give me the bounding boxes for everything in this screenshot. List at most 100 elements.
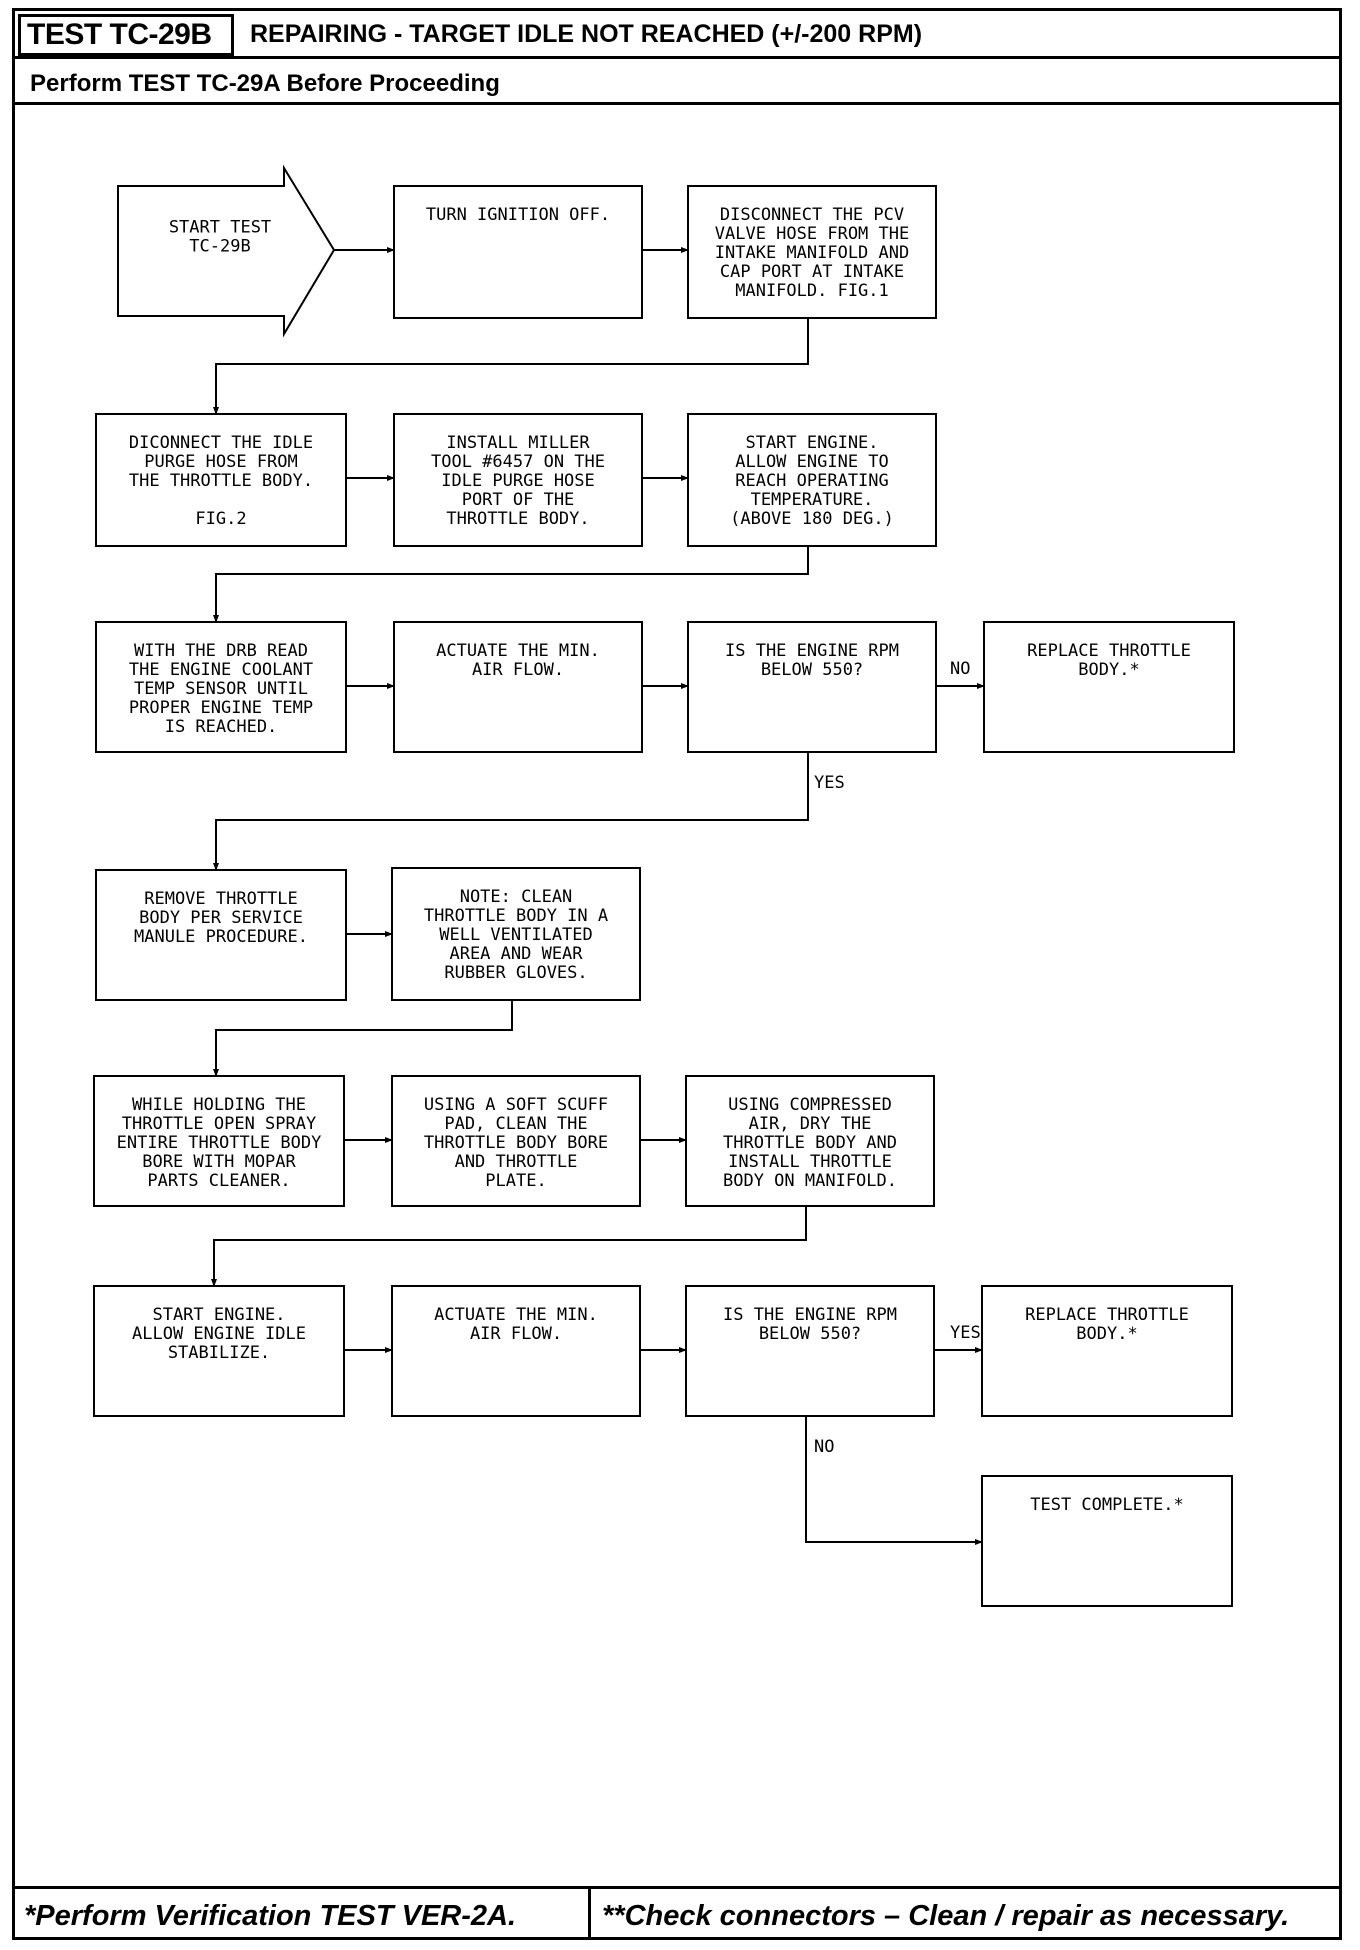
step-box-n14-line: BODY ON MANIFOLD. — [723, 1171, 897, 1191]
step-box-n10 — [95, 869, 347, 1001]
step-box-n10-line: BODY PER SERVICE — [139, 908, 303, 928]
start-node-line: TC-29B — [189, 237, 250, 257]
test-id-box: TEST TC-29B — [18, 14, 234, 56]
step-box-n11-line: RUBBER GLOVES. — [444, 963, 587, 983]
step-box-n2-line: DISCONNECT THE PCV — [720, 205, 904, 225]
step-box-n12 — [93, 1075, 345, 1207]
start-node-line: START TEST — [169, 218, 271, 238]
step-box-n4-line: PORT OF THE — [462, 490, 575, 510]
step-box-n10-line: REMOVE THROTTLE — [144, 889, 298, 909]
step-box-n17-line: IS THE ENGINE RPM — [723, 1305, 897, 1325]
footer-note-right: **Check connectors – Clean / repair as n… — [602, 1900, 1290, 1932]
step-box-n14-line: AIR, DRY THE — [749, 1114, 872, 1134]
footer-divider — [12, 1886, 1342, 1889]
step-box-n5-line: (ABOVE 180 DEG.) — [730, 509, 894, 529]
step-box-n13-line: AND THROTTLE — [455, 1152, 578, 1172]
connector-n8-to-n10 — [213, 752, 809, 871]
step-box-n18-line: BODY.* — [1076, 1324, 1137, 1344]
footer-note-left: *Perform Verification TEST VER-2A. — [24, 1900, 517, 1932]
step-box-n13-line: USING A SOFT SCUFF — [424, 1095, 608, 1115]
step-box-n16-line: ACTUATE THE MIN. — [434, 1305, 598, 1325]
step-box-n3-line: DICONNECT THE IDLE — [129, 433, 313, 453]
flowchart-connectors — [211, 247, 985, 1545]
step-box-n14-line: THROTTLE BODY AND — [723, 1133, 897, 1153]
step-box-n19 — [981, 1475, 1233, 1607]
step-box-n2-line: CAP PORT AT INTAKE — [720, 262, 904, 282]
step-box-n11-line: AREA AND WEAR — [449, 944, 583, 964]
edge-label-n17-no: NO — [814, 1437, 834, 1457]
step-box-n12-line: THROTTLE OPEN SPRAY — [122, 1114, 316, 1134]
step-box-n4-line: THROTTLE BODY. — [446, 509, 589, 529]
step-box-n5 — [687, 413, 937, 547]
step-box-n17 — [685, 1285, 935, 1417]
step-box-n9-line: BODY.* — [1078, 660, 1139, 680]
step-box-n15-line: START ENGINE. — [152, 1305, 285, 1325]
step-box-n19-line: TEST COMPLETE.* — [1030, 1495, 1184, 1515]
connector-n17-to-n19 — [805, 1416, 983, 1545]
step-box-n15-line: ALLOW ENGINE IDLE — [132, 1324, 306, 1344]
step-box-n2-line: VALVE HOSE FROM THE — [715, 224, 909, 244]
step-box-n11-line: NOTE: CLEAN — [460, 887, 573, 907]
step-box-n6-line: WITH THE DRB READ — [134, 641, 308, 661]
step-box-n7-line: AIR FLOW. — [472, 660, 564, 680]
header-divider — [12, 56, 1342, 59]
step-box-n1-line: TURN IGNITION OFF. — [426, 205, 610, 225]
step-box-n13-line: PAD, CLEAN THE — [444, 1114, 587, 1134]
step-box-n4-line: INSTALL MILLER — [446, 433, 590, 453]
step-box-n12-line: PARTS CLEANER. — [147, 1171, 290, 1191]
connector-n5-to-n6 — [213, 546, 809, 623]
edge-label-n8-yes: YES — [814, 773, 845, 793]
step-box-n5-line: REACH OPERATING — [735, 471, 889, 491]
step-box-n19-text: TEST COMPLETE.* — [1030, 1495, 1184, 1515]
step-box-n11-line: WELL VENTILATED — [439, 925, 593, 945]
page-frame — [12, 8, 1342, 1940]
step-box-n3-line: FIG.2 — [195, 509, 246, 529]
step-box-n2-line: INTAKE MANIFOLD AND — [715, 243, 909, 263]
start-arrow-shape — [117, 164, 336, 338]
step-box-n6-line: TEMP SENSOR UNTIL — [134, 679, 308, 699]
step-box-n2 — [687, 185, 937, 319]
step-box-n16-text: ACTUATE THE MIN.AIR FLOW. — [434, 1305, 598, 1344]
edge-label-n8-no: NO — [950, 659, 970, 679]
page-subtitle: Perform TEST TC-29A Before Proceeding — [30, 70, 500, 97]
step-box-n5-line: START ENGINE. — [745, 433, 878, 453]
step-box-n17-line: BELOW 550? — [759, 1324, 861, 1344]
step-box-n8-line: IS THE ENGINE RPM — [725, 641, 899, 661]
step-box-n7-line: ACTUATE THE MIN. — [436, 641, 600, 661]
step-box-n7 — [393, 621, 643, 753]
page-title: REPAIRING - TARGET IDLE NOT REACHED (+/-… — [250, 20, 923, 48]
step-box-n3-line: PURGE HOSE FROM — [144, 452, 298, 472]
connector-n14-to-n15 — [211, 1206, 807, 1287]
subtitle-divider — [12, 102, 1342, 105]
step-box-n13 — [391, 1075, 641, 1207]
step-box-n12-line: WHILE HOLDING THE — [132, 1095, 306, 1115]
step-box-n8 — [687, 621, 937, 753]
step-box-n3-line: THE THROTTLE BODY. — [129, 471, 313, 491]
step-box-n3 — [95, 413, 347, 547]
step-box-n12-line: BORE WITH MOPAR — [142, 1152, 296, 1172]
step-box-n8-line: BELOW 550? — [761, 660, 863, 680]
step-box-n18-line: REPLACE THROTTLE — [1025, 1305, 1189, 1325]
step-box-n6 — [95, 621, 347, 753]
footer-separator — [588, 1888, 591, 1940]
step-box-n13-line: PLATE. — [485, 1171, 546, 1191]
step-box-n16 — [391, 1285, 641, 1417]
step-box-n4-line: TOOL #6457 ON THE — [431, 452, 605, 472]
step-box-n18 — [981, 1285, 1233, 1417]
step-box-n4-line: IDLE PURGE HOSE — [441, 471, 595, 491]
